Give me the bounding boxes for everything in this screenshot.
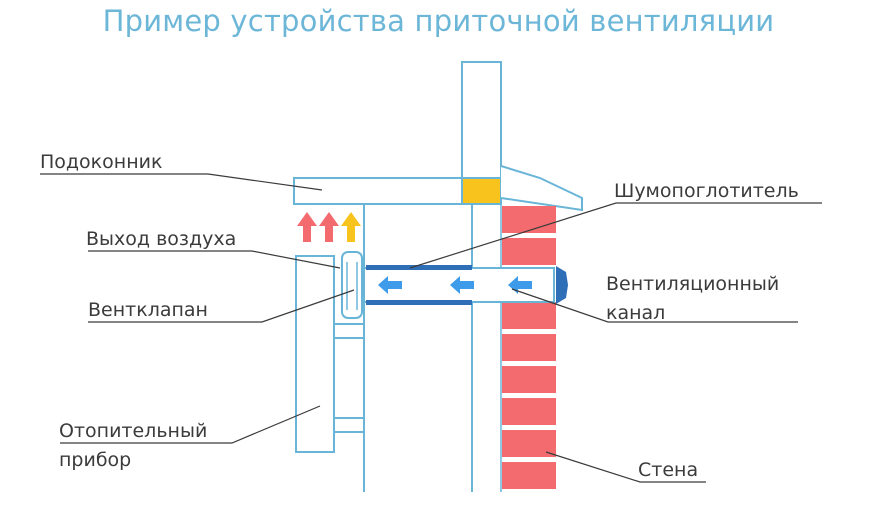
insulation-block	[461, 177, 502, 205]
outer-sill	[500, 165, 583, 212]
brick-wall	[502, 206, 556, 489]
radiator-bracket-top	[333, 323, 365, 339]
label-wall: Стена	[638, 459, 698, 481]
windowsill	[293, 177, 463, 205]
label-windowsill: Подоконник	[40, 151, 162, 173]
absorber-bottom	[366, 300, 472, 305]
label-vent-valve: Вентклапан	[88, 299, 208, 321]
window-frame	[461, 61, 502, 179]
leader-absorber	[409, 202, 822, 269]
radiator-bracket-bottom	[333, 417, 365, 433]
diagram-title: Пример устройства приточной вентиляции	[102, 4, 775, 38]
leader-channel	[511, 288, 798, 323]
leader-air-outlet	[88, 250, 341, 269]
label-air-outlet: Выход воздуха	[86, 228, 236, 250]
leader-windowsill	[40, 173, 323, 191]
heat-arrow-1	[297, 212, 317, 242]
label-heater-line2: прибор	[59, 449, 131, 471]
label-heater-line1: Отопительный	[59, 420, 207, 442]
leader-vent-valve	[88, 289, 355, 323]
channel-cap	[556, 266, 568, 304]
label-channel-line2: канал	[606, 302, 665, 324]
vent-valve	[341, 251, 363, 319]
leader-wall	[545, 451, 706, 483]
heat-arrow-3	[341, 212, 361, 242]
leader-heater	[60, 405, 321, 444]
heat-arrow-2	[319, 212, 339, 242]
absorber-top	[366, 265, 472, 270]
label-absorber: Шумопоглотитель	[614, 180, 799, 202]
radiator	[295, 255, 335, 453]
label-channel-line1: Вентиляционный	[606, 273, 779, 295]
